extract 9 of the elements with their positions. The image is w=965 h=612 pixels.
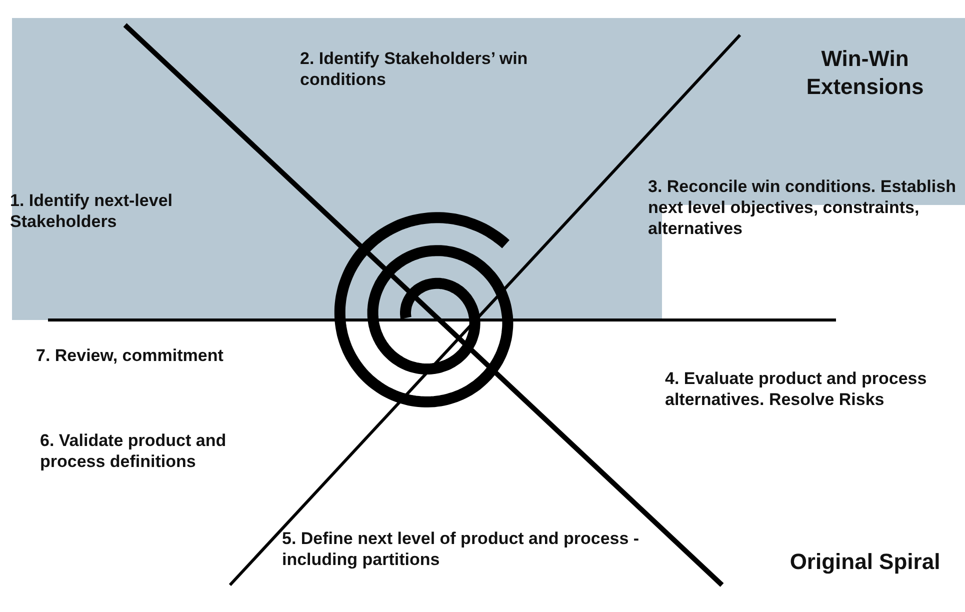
step-label: 2. Identify Stakeholders’ win conditions — [300, 48, 529, 90]
step-label: 7. Review, commitment — [36, 345, 224, 366]
region-label: Original Spiral — [788, 548, 942, 576]
step-label: 1. Identify next-level Stakeholders — [10, 190, 174, 232]
step-label: 5. Define next level of product and process - including partitions — [282, 528, 640, 570]
step-label: 4. Evaluate product and process alternatives. Resolve Risks — [665, 368, 928, 410]
step-label: 3. Reconcile win conditions. Establish next level objectives, constraints, alternatives — [648, 176, 957, 239]
step-label: 6. Validate product and process definitions — [40, 430, 228, 472]
region-label: Win-Win Extensions — [805, 45, 925, 101]
